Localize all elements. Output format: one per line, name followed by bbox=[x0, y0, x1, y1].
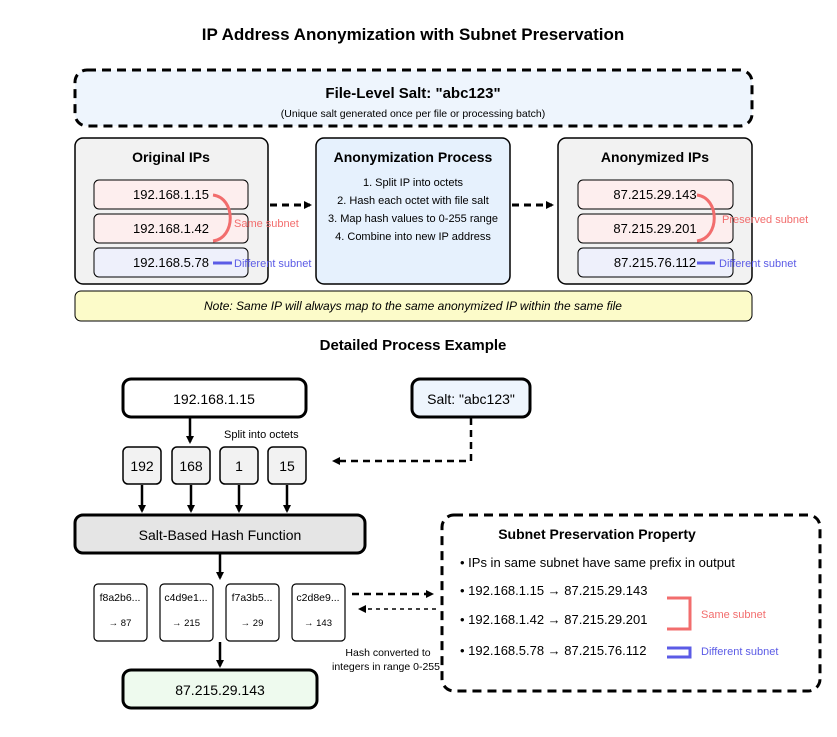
salt-banner-subtext: (Unique salt generated once per file or … bbox=[281, 108, 545, 120]
original-different-subnet-label: Different subnet bbox=[234, 258, 311, 270]
property-different-subnet-bracket bbox=[667, 646, 692, 659]
hash-note-line2: integers in range 0-255 bbox=[332, 661, 440, 673]
salt-banner: File-Level Salt: "abc123" (Unique salt g… bbox=[73, 68, 754, 128]
octet-2: 168 bbox=[179, 458, 203, 474]
octet-1: 192 bbox=[130, 458, 154, 474]
property-same-subnet-label: Same subnet bbox=[701, 609, 766, 621]
process-step-2: 2. Hash each octet with file salt bbox=[337, 195, 489, 207]
anonymized-ip-2: 87.215.29.201 bbox=[613, 221, 696, 236]
page-title: IP Address Anonymization with Subnet Pre… bbox=[202, 25, 625, 44]
original-ip-3: 192.168.5.78 bbox=[133, 255, 209, 270]
hash-card-4: c2d8e9... → 143 bbox=[291, 583, 346, 642]
process-step-1: 1. Split IP into octets bbox=[363, 177, 464, 189]
hash-card-1-value: → 87 bbox=[109, 618, 132, 629]
split-label: Split into octets bbox=[224, 429, 299, 441]
anonymization-process-panel: Anonymization Process 1. Split IP into o… bbox=[315, 137, 511, 285]
process-heading: Anonymization Process bbox=[334, 149, 493, 165]
original-same-subnet-label: Same subnet bbox=[234, 218, 299, 230]
anonymized-ips-panel: Anonymized IPs 87.215.29.143 87.215.29.2… bbox=[557, 137, 808, 285]
hash-card-1: f8a2b6... → 87 bbox=[93, 583, 148, 642]
anonymized-ips-heading: Anonymized IPs bbox=[601, 149, 709, 165]
salt-connector bbox=[332, 418, 473, 465]
process-step-4: 4. Combine into new IP address bbox=[335, 231, 491, 243]
preserved-subnet-bracket bbox=[696, 193, 716, 243]
input-ip-text: 192.168.1.15 bbox=[173, 391, 255, 407]
anonymized-ip-1: 87.215.29.143 bbox=[613, 187, 696, 202]
note-bar: Note: Same IP will always map to the sam… bbox=[74, 290, 753, 322]
property-different-subnet-label: Different subnet bbox=[701, 646, 778, 658]
subnet-property-box: Subnet Preservation Property • IPs in sa… bbox=[440, 513, 822, 693]
octet-box-3: 1 bbox=[219, 446, 259, 485]
hash-function-text: Salt-Based Hash Function bbox=[139, 527, 302, 543]
salt-banner-heading: File-Level Salt: "abc123" bbox=[325, 85, 500, 102]
subnet-property-item-1: • IPs in same subnet have same prefix in… bbox=[460, 555, 735, 570]
original-ip-2: 192.168.1.42 bbox=[133, 221, 209, 236]
hash-card-2-hash: c4d9e1... bbox=[164, 592, 207, 604]
hash-card-4-hash: c2d8e9... bbox=[296, 592, 339, 604]
output-ip-text: 87.215.29.143 bbox=[175, 682, 265, 698]
octet-box-1: 192 bbox=[122, 446, 162, 485]
subnet-property-item-4: • 192.168.5.78 → 87.215.76.112 bbox=[460, 643, 646, 658]
original-ips-panel: Original IPs 192.168.1.15 192.168.1.42 1… bbox=[74, 137, 311, 285]
property-same-subnet-bracket bbox=[667, 596, 692, 631]
octet-3: 1 bbox=[235, 458, 243, 474]
hash-function-box: Salt-Based Hash Function bbox=[73, 513, 367, 555]
process-step-3: 3. Map hash values to 0-255 range bbox=[328, 213, 498, 225]
salt-box: Salt: "abc123" bbox=[410, 377, 532, 419]
subnet-property-item-3: • 192.168.1.42 → 87.215.29.201 bbox=[460, 612, 647, 627]
anonymized-different-subnet-label: Different subnet bbox=[719, 258, 796, 270]
hash-card-3-hash: f7a3b5... bbox=[232, 592, 273, 604]
hash-card-3-value: → 29 bbox=[241, 618, 264, 629]
output-ip-box: 87.215.29.143 bbox=[121, 668, 319, 710]
same-subnet-bracket bbox=[212, 193, 232, 243]
original-ips-heading: Original IPs bbox=[132, 149, 210, 165]
detail-heading: Detailed Process Example bbox=[320, 337, 507, 354]
input-ip-box: 192.168.1.15 bbox=[121, 377, 308, 419]
anonymized-ip-3: 87.215.76.112 bbox=[614, 255, 696, 270]
octet-box-2: 168 bbox=[171, 446, 211, 485]
anonymized-preserved-subnet-label: Preserved subnet bbox=[722, 214, 808, 226]
hash-card-1-hash: f8a2b6... bbox=[100, 592, 141, 604]
subnet-property-item-2: • 192.168.1.15 → 87.215.29.143 bbox=[460, 583, 647, 598]
octet-4: 15 bbox=[279, 458, 295, 474]
original-ip-1: 192.168.1.15 bbox=[133, 187, 209, 202]
note-text: Note: Same IP will always map to the sam… bbox=[204, 299, 622, 313]
hash-card-3: f7a3b5... → 29 bbox=[225, 583, 280, 642]
hash-card-2: c4d9e1... → 215 bbox=[159, 583, 214, 642]
hash-card-2-value: → 215 bbox=[172, 618, 200, 629]
hash-card-4-value: → 143 bbox=[304, 618, 332, 629]
salt-box-text: Salt: "abc123" bbox=[427, 391, 515, 407]
subnet-property-heading: Subnet Preservation Property bbox=[498, 526, 696, 542]
hash-note-line1: Hash converted to bbox=[345, 647, 430, 659]
octet-box-4: 15 bbox=[267, 446, 307, 485]
